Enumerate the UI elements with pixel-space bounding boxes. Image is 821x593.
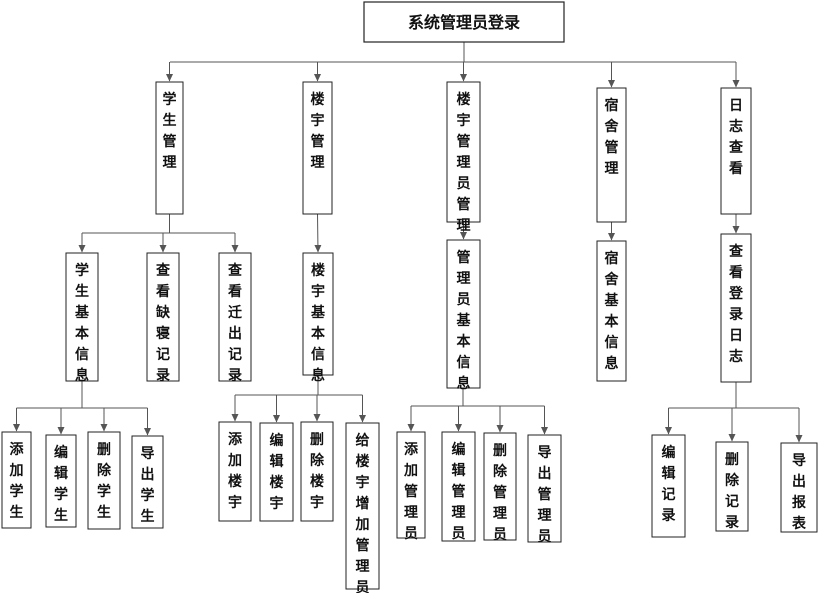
operation-2-2-box xyxy=(483,432,517,541)
operation-0-0-box xyxy=(1,431,32,529)
submodule-0-1-label: 查看缺寝记录 xyxy=(155,262,171,384)
submodule-2-0: 管理员基本信息 xyxy=(446,239,481,392)
module-3-box xyxy=(596,87,627,223)
root-node: 系统管理员登录 xyxy=(363,1,565,43)
submodule-0-0-label: 学生基本信息 xyxy=(75,262,90,384)
operation-4-1-box xyxy=(715,441,749,532)
operation-2-0-box xyxy=(396,431,426,539)
operation-0-3-box xyxy=(131,435,164,529)
module-4-box xyxy=(720,87,752,215)
module-1: 楼宇管理 xyxy=(302,81,333,215)
submodule-0-1: 查看缺寝记录 xyxy=(146,252,180,384)
module-2: 楼宇管理员管理 xyxy=(446,81,481,234)
operation-1-3-label: 给楼宇增加管理员 xyxy=(355,432,370,593)
operation-4-1: 删除记录 xyxy=(715,441,749,532)
submodule-0-2-box xyxy=(218,252,252,382)
submodule-0-2: 查看迁出记录 xyxy=(218,252,252,384)
operation-1-1: 编辑楼宇 xyxy=(259,422,294,522)
module-0: 学生管理 xyxy=(155,81,184,215)
operation-0-0: 添加学生 xyxy=(1,431,32,529)
operation-4-0: 编辑记录 xyxy=(651,434,686,538)
root-node-label: 系统管理员登录 xyxy=(408,13,520,32)
operation-1-0-box xyxy=(218,421,252,522)
submodule-4-0-label: 查看登录日志 xyxy=(728,243,744,365)
operation-0-2-label: 删除学生 xyxy=(97,442,112,521)
submodule-0-1-box xyxy=(146,252,180,382)
module-1-label: 楼宇管理 xyxy=(311,91,325,171)
submodule-3-0-box xyxy=(596,240,627,382)
submodule-3-0-label: 宿舍基本信息 xyxy=(604,250,620,372)
module-2-label: 楼宇管理员管理 xyxy=(457,91,471,234)
operation-1-3: 给楼宇增加管理员 xyxy=(345,422,380,593)
operation-2-3-box xyxy=(527,434,562,543)
module-0-label: 学生管理 xyxy=(163,91,177,171)
submodule-2-0-label: 管理员基本信息 xyxy=(457,249,472,392)
module-3-label: 宿舍管理 xyxy=(604,97,620,177)
operation-2-1: 编辑管理员 xyxy=(441,431,476,542)
operation-0-0-label: 添加学生 xyxy=(9,441,25,521)
submodule-1-0: 楼宇基本信息 xyxy=(302,252,334,384)
operation-4-1-label: 删除记录 xyxy=(725,452,740,531)
module-3: 宿舍管理 xyxy=(596,87,627,223)
operation-1-1-label: 编辑楼宇 xyxy=(270,432,284,512)
operation-0-1: 编辑学生 xyxy=(45,434,77,528)
connectors xyxy=(13,42,803,443)
submodule-0-0-box xyxy=(65,252,99,382)
operation-2-2-label: 删除管理员 xyxy=(493,443,508,543)
module-2-box xyxy=(446,81,481,223)
submodule-1-0-box xyxy=(302,252,334,376)
submodule-0-2-label: 查看迁出记录 xyxy=(227,262,243,384)
operation-0-1-label: 编辑学生 xyxy=(54,444,68,524)
submodule-1-0-label: 楼宇基本信息 xyxy=(311,262,326,384)
operation-1-2-box xyxy=(300,421,334,522)
operation-2-1-label: 编辑管理员 xyxy=(452,441,466,542)
operation-1-0: 添加楼宇 xyxy=(218,421,252,522)
submodule-0-0: 学生基本信息 xyxy=(65,252,99,384)
operation-1-1-box xyxy=(259,422,294,522)
operation-4-2-label: 导出报表 xyxy=(791,453,807,532)
operation-4-0-box xyxy=(651,434,686,538)
submodule-4-0: 查看登录日志 xyxy=(720,233,752,383)
submodule-4-0-box xyxy=(720,233,752,383)
connector-m1-sub-0 xyxy=(314,213,322,253)
operation-1-2-label: 删除楼宇 xyxy=(310,432,325,511)
submodule-3-0: 宿舍基本信息 xyxy=(596,240,627,382)
operation-2-3-label: 导出管理员 xyxy=(538,445,552,545)
operation-1-2: 删除楼宇 xyxy=(300,421,334,522)
operation-2-0-label: 添加管理员 xyxy=(403,441,419,542)
operation-0-1-box xyxy=(45,434,77,528)
module-0-box xyxy=(155,81,184,215)
operation-2-2: 删除管理员 xyxy=(483,432,517,543)
operation-0-3-label: 导出学生 xyxy=(141,446,155,525)
module-4-label: 日志查看 xyxy=(728,98,744,177)
operation-4-0-label: 编辑记录 xyxy=(662,444,676,524)
operation-0-3: 导出学生 xyxy=(131,435,164,529)
operation-2-1-box xyxy=(441,431,476,542)
module-4: 日志查看 xyxy=(720,87,752,215)
operation-2-0: 添加管理员 xyxy=(396,431,426,542)
root-node-box xyxy=(363,1,565,43)
operation-4-2: 导出报表 xyxy=(780,442,818,533)
module-1-box xyxy=(302,81,333,215)
operation-4-2-box xyxy=(780,442,818,533)
operation-0-2: 删除学生 xyxy=(87,431,121,530)
operation-0-2-box xyxy=(87,431,121,530)
operation-1-3-box xyxy=(345,422,380,590)
operation-1-0-label: 添加楼宇 xyxy=(227,431,243,511)
submodule-2-0-box xyxy=(446,239,481,389)
operation-2-3: 导出管理员 xyxy=(527,434,562,545)
